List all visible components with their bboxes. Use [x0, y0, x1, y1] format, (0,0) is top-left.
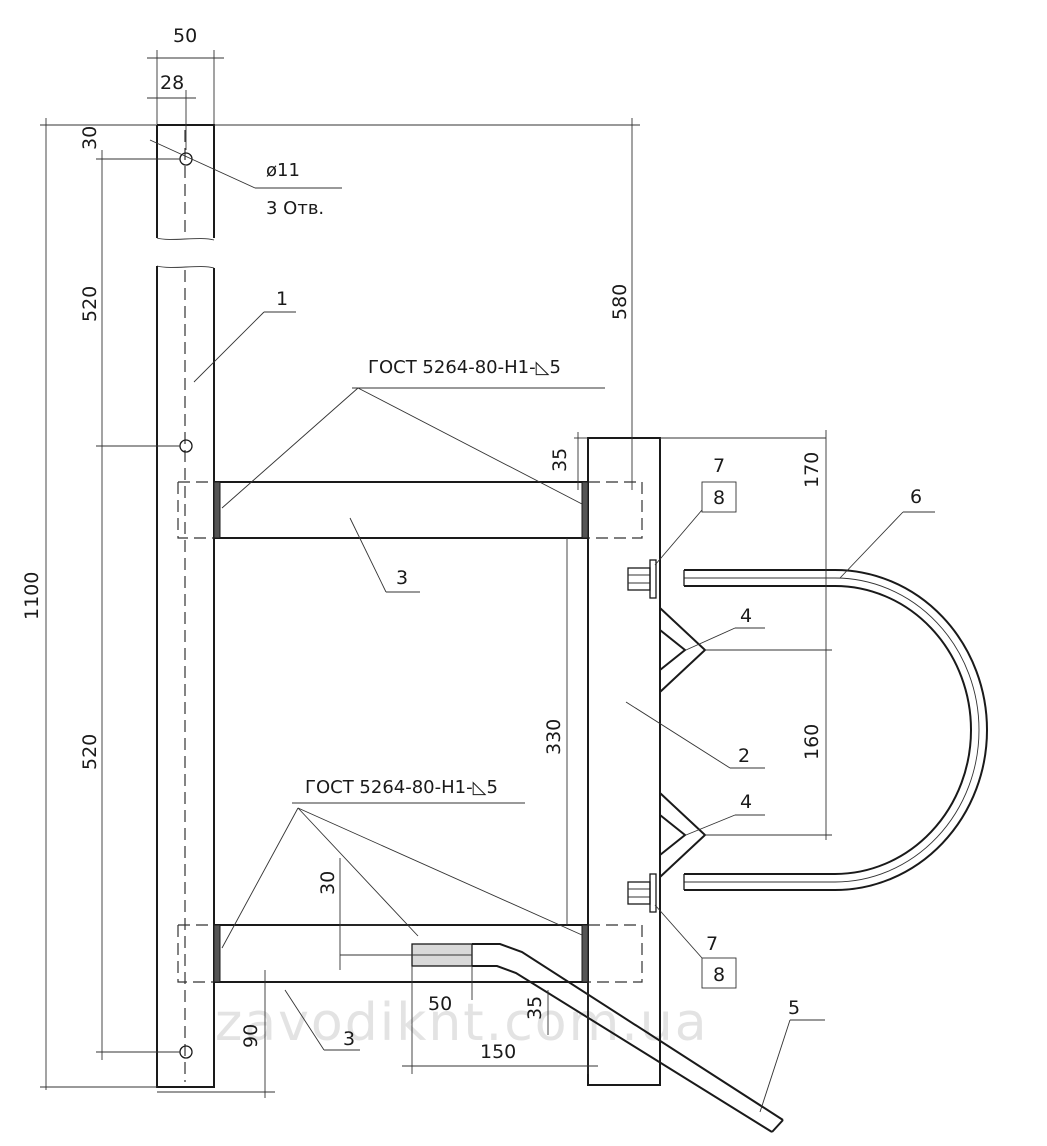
part-3-lower-crossbar [177, 924, 643, 983]
dim-520-upper: 520 [79, 286, 101, 322]
part-5-inclined-rod [411, 943, 784, 1133]
dim-1100: 1100 [21, 572, 43, 620]
weld-note-lower: ГОСТ 5264-80-Н1-◺5 [305, 777, 498, 798]
part-number-4-upper: 4 [740, 605, 752, 627]
dim-28-top: 28 [160, 72, 184, 94]
dim-30-left: 30 [79, 126, 101, 150]
hole-diameter-label: ø11 [266, 160, 300, 181]
part-2-vertical-bar [587, 437, 661, 1086]
part-3-upper-crossbar [177, 481, 643, 539]
dim-580: 580 [609, 284, 631, 320]
dim-170: 170 [801, 452, 823, 488]
part-4-lower-v-bracket [659, 792, 707, 878]
dim-35-bottom: 35 [524, 996, 546, 1020]
part-number-3-upper: 3 [396, 567, 408, 589]
part-7-8-lower-fastener [627, 873, 657, 913]
dim-50-bottom: 50 [428, 993, 452, 1015]
hole-count-label: 3 Отв. [266, 198, 324, 219]
part-number-7-lower: 7 [706, 933, 718, 955]
part-4-upper-v-bracket [659, 607, 707, 693]
hole-middle [179, 439, 193, 453]
part-number-3-lower: 3 [343, 1028, 355, 1050]
part-1-vertical-strip [156, 124, 215, 1088]
dim-160: 160 [801, 724, 823, 760]
part-number-4-lower: 4 [740, 791, 752, 813]
hole-bottom [179, 1045, 193, 1059]
watermark: zavodiknt.com.ua [215, 993, 709, 1053]
part-number-6: 6 [910, 486, 922, 508]
part-number-8-lower: 8 [713, 964, 725, 986]
dim-150: 150 [480, 1041, 516, 1063]
part-number-7-upper: 7 [713, 455, 725, 477]
leader-lines [149, 139, 935, 1113]
dim-330: 330 [543, 719, 565, 755]
dim-30-bottom: 30 [317, 871, 339, 895]
dim-90: 90 [240, 1024, 262, 1048]
dim-35-top: 35 [549, 448, 571, 472]
weld-note-upper: ГОСТ 5264-80-Н1-◺5 [368, 357, 561, 378]
dim-50-top: 50 [173, 25, 197, 47]
dim-520-lower: 520 [79, 734, 101, 770]
part-number-1: 1 [276, 288, 288, 310]
part-7-8-upper-fastener [627, 559, 657, 599]
part-number-2: 2 [738, 745, 750, 767]
part-number-8-upper: 8 [713, 487, 725, 509]
dimension-lines [40, 50, 832, 1098]
part-number-5: 5 [788, 997, 800, 1019]
part-6-u-bolt [683, 569, 988, 891]
